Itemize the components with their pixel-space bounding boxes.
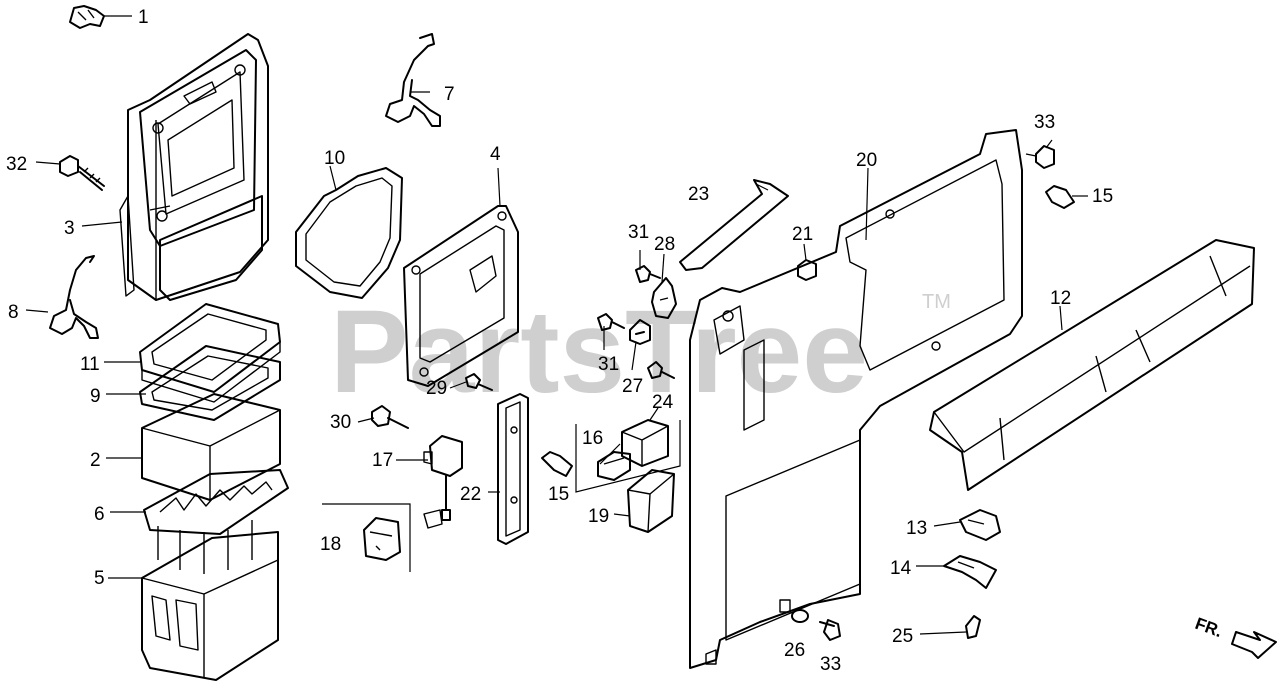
- callout-1: 1: [138, 7, 149, 28]
- part-12-long-cover[interactable]: [929, 239, 1255, 491]
- callout-22: 22: [460, 484, 481, 505]
- callout-23: 23: [688, 184, 709, 205]
- watermark-trademark: TM: [922, 291, 951, 313]
- partstree-watermark: PartsTree: [330, 286, 868, 418]
- part-15-plug-a[interactable]: [541, 451, 573, 477]
- callout-5: 5: [94, 568, 105, 589]
- part-31-screw-a[interactable]: [635, 265, 661, 283]
- part-11-gasket[interactable]: [139, 303, 281, 403]
- callout-30: 30: [330, 412, 351, 433]
- callout-3: 3: [64, 218, 75, 239]
- callout-10: 10: [324, 148, 345, 169]
- callout-26: 26: [784, 640, 805, 661]
- part-28-clamp[interactable]: [651, 277, 677, 319]
- part-27-clip[interactable]: [629, 319, 651, 345]
- part-20-side-panel[interactable]: [689, 129, 1023, 669]
- part-14-bracket[interactable]: [943, 555, 997, 589]
- front-label: FR.: [1193, 614, 1225, 641]
- part-27-bolt[interactable]: [647, 361, 675, 379]
- callout-33a: 33: [1034, 112, 1055, 133]
- callout-11: 11: [80, 354, 100, 375]
- part-25-pin[interactable]: [965, 615, 981, 639]
- callout-33b: 33: [820, 654, 841, 675]
- part-7-wire-spring[interactable]: [385, 33, 441, 127]
- callout-18: 18: [320, 534, 341, 555]
- part-33-bolt-upper[interactable]: [1025, 145, 1055, 169]
- callout-9: 9: [90, 386, 101, 407]
- part-19-module[interactable]: [627, 469, 675, 533]
- part-9-gasket[interactable]: [139, 345, 281, 421]
- callout-15b: 15: [1092, 186, 1113, 207]
- part-5-case[interactable]: [141, 531, 279, 681]
- part-15-plug-b[interactable]: [1045, 185, 1075, 209]
- callout-19: 19: [588, 506, 609, 527]
- callout-labels: 1 32 3 8 11 9 2 6 5 7 10 4 30 17 18 29 2…: [6, 7, 1113, 675]
- callout-28: 28: [654, 234, 675, 255]
- callout-17: 17: [372, 450, 393, 471]
- callout-31b: 31: [598, 354, 619, 375]
- callout-14: 14: [890, 558, 912, 579]
- callout-27: 27: [622, 376, 643, 397]
- callout-6: 6: [94, 504, 105, 525]
- front-direction-indicator: FR.: [1193, 614, 1277, 659]
- part-26-washer[interactable]: [791, 609, 809, 623]
- part-18-terminal[interactable]: [322, 503, 411, 572]
- part-24-cover[interactable]: [621, 419, 669, 467]
- part-8-wire-spring[interactable]: [49, 255, 99, 339]
- part-16-relay[interactable]: [597, 451, 631, 481]
- callout-12: 12: [1050, 288, 1071, 309]
- callout-29: 29: [426, 378, 447, 399]
- part-4-panel[interactable]: [403, 205, 519, 387]
- callout-8: 8: [8, 302, 19, 323]
- part-31-screw-b[interactable]: [597, 313, 625, 331]
- part-30-bolt[interactable]: [371, 405, 409, 429]
- leader-lines: [25, 15, 1088, 635]
- part-1-clip[interactable]: [69, 5, 105, 29]
- part-33-bolt-lower[interactable]: [819, 619, 841, 641]
- callout-25: 25: [892, 626, 913, 647]
- part-22-strip[interactable]: [497, 393, 529, 545]
- part-17-switch[interactable]: [423, 435, 463, 529]
- part-29-bolt[interactable]: [465, 373, 493, 391]
- callout-20: 20: [856, 150, 877, 171]
- part-13-bracket[interactable]: [959, 509, 1001, 541]
- callout-4: 4: [490, 144, 501, 165]
- callout-15a: 15: [548, 484, 569, 505]
- callout-24: 24: [652, 392, 674, 413]
- callout-31a: 31: [628, 222, 649, 243]
- part-6-filter-holder[interactable]: [143, 469, 289, 574]
- part-32-bolt[interactable]: [59, 155, 105, 191]
- part-23-bar[interactable]: [679, 179, 789, 271]
- callout-21: 21: [792, 224, 813, 245]
- part-3-upper-frame[interactable]: [119, 33, 269, 301]
- callout-13: 13: [906, 518, 927, 539]
- part-10-gasket[interactable]: [295, 167, 403, 299]
- group-16-24-bracket: [575, 420, 681, 493]
- callout-16: 16: [582, 428, 603, 449]
- callout-7: 7: [444, 84, 455, 105]
- callout-2: 2: [90, 450, 101, 471]
- front-arrow-icon: [1231, 631, 1277, 659]
- callout-32: 32: [6, 154, 27, 175]
